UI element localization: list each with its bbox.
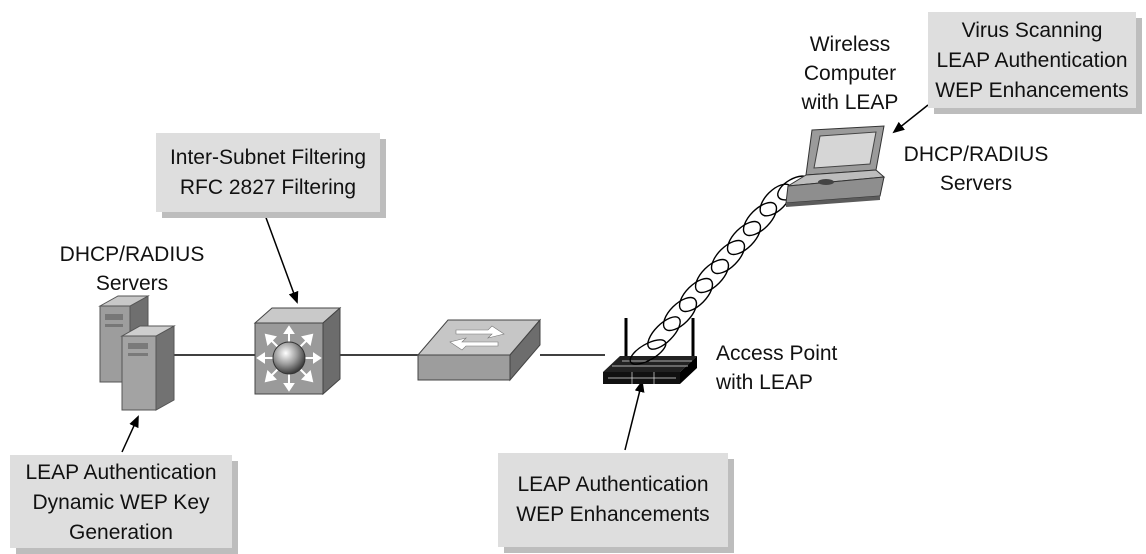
wireless-computer-label: Wireless Computer with LEAP <box>790 30 910 117</box>
servers-right-line-2: Servers <box>939 172 1013 195</box>
client-features-line-1: Virus Scanning <box>961 19 1103 42</box>
client-features-line-3: WEP Enhancements <box>935 79 1129 102</box>
access-point-line-2: with LEAP <box>716 371 813 394</box>
client-features-callout: Virus Scanning LEAP Authentication WEP E… <box>928 12 1136 108</box>
filtering-callout: Inter-Subnet Filtering RFC 2827 Filterin… <box>156 133 380 212</box>
servers-left-line-1: DHCP/RADIUS <box>59 243 205 266</box>
arrow-to-router <box>264 214 299 304</box>
arrow-to-ap <box>624 380 645 451</box>
servers-right-line-1: DHCP/RADIUS <box>903 143 1049 166</box>
wireless-computer-line-1: Wireless <box>809 33 891 56</box>
server-features-callout: LEAP Authentication Dynamic WEP Key Gene… <box>10 455 232 548</box>
ap-features-line-1: LEAP Authentication <box>517 473 709 496</box>
client-features-line-2: LEAP Authentication <box>936 49 1128 72</box>
filtering-line-2: RFC 2827 Filtering <box>179 176 357 199</box>
wireless-computer-line-3: with LEAP <box>801 91 899 114</box>
access-point-line-1: Access Point <box>716 342 838 365</box>
server-features-line-3: Generation <box>69 521 173 544</box>
laptop-icon <box>785 125 886 207</box>
servers-left-label: DHCP/RADIUS Servers <box>52 240 212 298</box>
arrow-to-laptop <box>892 104 929 134</box>
multilayer-switch-icon <box>253 306 342 396</box>
access-point-label: Access Point with LEAP <box>716 339 876 397</box>
ap-features-line-2: WEP Enhancements <box>516 503 710 526</box>
server-tower-front <box>120 325 176 411</box>
access-point-icon <box>603 318 697 384</box>
wireless-computer-line-2: Computer <box>803 62 897 85</box>
server-features-line-1: LEAP Authentication <box>25 461 217 484</box>
server-features-line-2: Dynamic WEP Key <box>32 491 210 514</box>
callout-arrows <box>121 104 929 453</box>
filtering-line-1: Inter-Subnet Filtering <box>169 146 367 169</box>
server-tower-icon <box>98 295 176 411</box>
servers-right-label: DHCP/RADIUS Servers <box>896 140 1056 198</box>
switch-icon <box>416 318 542 382</box>
ap-features-callout: LEAP Authentication WEP Enhancements <box>498 453 728 547</box>
arrow-to-servers <box>121 415 139 453</box>
servers-left-line-2: Servers <box>95 272 169 295</box>
wireless-signal-coil <box>629 175 811 365</box>
